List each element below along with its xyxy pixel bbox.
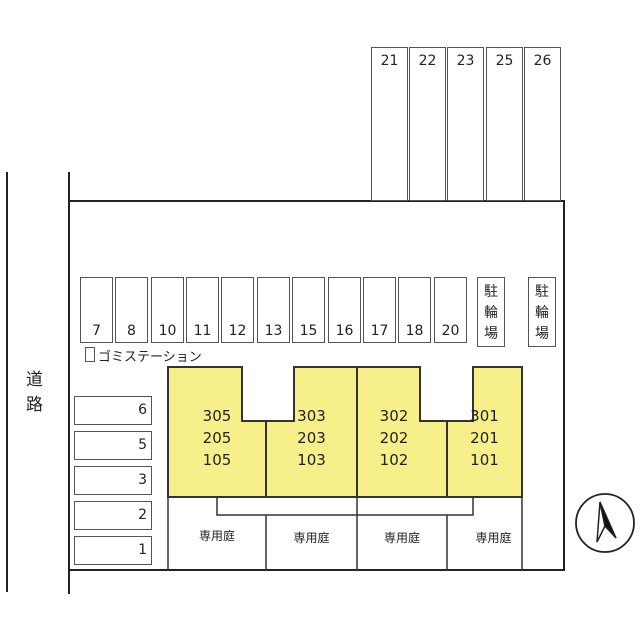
unit-number: 305 xyxy=(202,407,232,425)
parking-number: 3 xyxy=(138,472,147,488)
road-label-char-1: 道 xyxy=(26,370,43,390)
unit-number: 102 xyxy=(379,451,409,469)
parking-space-21: 21 xyxy=(371,47,408,201)
garbage-station-box xyxy=(85,347,95,362)
parking-number: 22 xyxy=(418,53,437,69)
parking-space-26: 26 xyxy=(524,47,561,201)
bike-parking-char: 場 xyxy=(484,326,498,342)
road-label-char-2: 路 xyxy=(26,395,43,415)
unit-number: 303 xyxy=(297,407,326,425)
parking-space-22: 22 xyxy=(409,47,446,201)
private-garden-label: 専用庭 xyxy=(475,531,512,545)
unit-number: 205 xyxy=(202,429,232,447)
parking-number: 16 xyxy=(335,323,354,339)
garden-fence xyxy=(216,497,474,516)
parking-number: 8 xyxy=(127,323,136,339)
parking-space-17: 17 xyxy=(363,277,396,343)
parking-space-23: 23 xyxy=(447,47,484,201)
unit-number: 202 xyxy=(379,429,409,447)
parking-number: 1 xyxy=(138,542,147,558)
parking-number: 5 xyxy=(138,437,147,453)
parking-space-7: 7 xyxy=(80,277,113,343)
parking-space-20: 20 xyxy=(434,277,467,343)
parking-number: 2 xyxy=(138,507,147,523)
unit-number: 301 xyxy=(470,407,499,425)
bike-parking-char: 輪 xyxy=(484,305,498,321)
unit-number: 302 xyxy=(379,407,409,425)
parking-space-15: 15 xyxy=(292,277,325,343)
parking-space-25: 25 xyxy=(486,47,523,201)
parking-space-8: 8 xyxy=(115,277,148,343)
unit-number: 101 xyxy=(470,451,499,469)
road-label: 道 路 xyxy=(26,368,43,418)
bike-parking-char: 駐 xyxy=(535,284,549,300)
parking-space-13: 13 xyxy=(257,277,290,343)
parking-number: 23 xyxy=(456,53,475,69)
private-garden-label: 専用庭 xyxy=(198,529,235,543)
parking-space-3: 3 xyxy=(74,466,152,495)
parking-space-18: 18 xyxy=(398,277,431,343)
private-garden-label: 専用庭 xyxy=(293,531,330,545)
bike-parking-char: 駐 xyxy=(484,284,498,300)
parking-number: 20 xyxy=(441,323,460,339)
bike-parking-1: 駐 輪 場 xyxy=(477,277,505,347)
unit-number: 105 xyxy=(202,451,232,469)
parking-number: 26 xyxy=(533,53,552,69)
unit-number: 103 xyxy=(297,451,326,469)
parking-space-6: 6 xyxy=(74,396,152,425)
road-line xyxy=(6,172,8,592)
parking-number: 6 xyxy=(138,402,147,418)
parking-number: 21 xyxy=(380,53,399,69)
parking-space-11: 11 xyxy=(186,277,219,343)
parking-number: 25 xyxy=(495,53,514,69)
garbage-station-label: ゴミステーション xyxy=(98,350,202,365)
parking-space-1: 1 xyxy=(74,536,152,565)
unit-number: 203 xyxy=(297,429,326,447)
parking-number: 12 xyxy=(228,323,247,339)
unit-number: 201 xyxy=(470,429,499,447)
parking-space-12: 12 xyxy=(221,277,254,343)
parking-number: 10 xyxy=(158,323,177,339)
parking-space-2: 2 xyxy=(74,501,152,530)
parking-number: 15 xyxy=(299,323,318,339)
unit-group-301: 301 201 101 xyxy=(447,405,522,471)
bike-parking-char: 輪 xyxy=(535,305,549,321)
unit-group-303: 303 203 103 xyxy=(266,405,357,471)
unit-group-302: 302 202 102 xyxy=(357,405,431,471)
parking-number: 7 xyxy=(92,323,101,339)
parking-number: 11 xyxy=(193,323,212,339)
parking-space-16: 16 xyxy=(328,277,361,343)
bike-parking-2: 駐 輪 場 xyxy=(528,277,556,347)
parking-number: 17 xyxy=(370,323,389,339)
bike-parking-char: 場 xyxy=(535,326,549,342)
parking-space-10: 10 xyxy=(151,277,184,343)
private-garden-label: 専用庭 xyxy=(383,531,420,545)
site-boundary xyxy=(68,200,565,571)
parking-number: 13 xyxy=(264,323,283,339)
parking-number: 18 xyxy=(405,323,424,339)
unit-group-305: 305 205 105 xyxy=(168,405,266,471)
parking-space-5: 5 xyxy=(74,431,152,460)
north-arrow-icon xyxy=(575,493,635,553)
